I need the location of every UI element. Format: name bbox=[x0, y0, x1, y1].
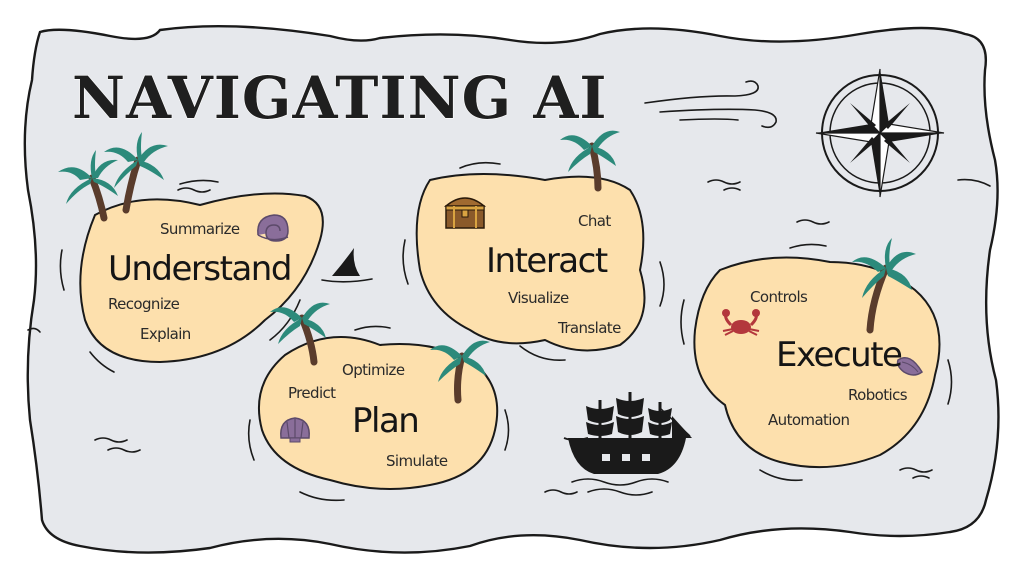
shark-fin-icon bbox=[321, 248, 373, 283]
palm-tree-icon bbox=[560, 130, 620, 192]
scallop-shell-icon bbox=[280, 417, 310, 443]
parchment-tear bbox=[957, 178, 991, 187]
label-summarize: Summarize bbox=[160, 220, 240, 238]
label-controls: Controls bbox=[750, 288, 808, 306]
island-title-understand: Understand bbox=[108, 249, 291, 289]
palm-tree-icon bbox=[852, 238, 916, 334]
treasure-chest-icon bbox=[443, 197, 487, 229]
palm-tree-icon bbox=[58, 150, 118, 222]
label-simulate: Simulate bbox=[386, 452, 448, 470]
island-understand: Summarize Understand Recognize Explain bbox=[58, 132, 324, 373]
map-title: NAVIGATING AI bbox=[72, 64, 607, 132]
spiral-shell-icon bbox=[257, 214, 289, 242]
island-shape bbox=[79, 192, 324, 364]
pirate-ship-icon bbox=[563, 392, 692, 496]
label-translate: Translate bbox=[557, 319, 621, 337]
palm-tree-icon bbox=[104, 132, 168, 214]
palm-tree-icon bbox=[270, 302, 330, 366]
label-predict: Predict bbox=[288, 384, 336, 402]
label-optimize: Optimize bbox=[342, 361, 405, 379]
island-plan: Optimize Predict Plan Simulate bbox=[247, 302, 510, 502]
label-visualize: Visualize bbox=[508, 289, 569, 307]
parchment-tear bbox=[27, 327, 41, 333]
label-robotics: Robotics bbox=[848, 386, 908, 404]
palm-tree-icon bbox=[430, 340, 490, 404]
conch-shell-icon bbox=[896, 357, 923, 376]
island-title-execute: Execute bbox=[776, 335, 902, 375]
label-automation: Automation bbox=[768, 411, 849, 429]
island-title-plan: Plan bbox=[352, 401, 418, 441]
label-explain: Explain bbox=[140, 325, 191, 343]
label-recognize: Recognize bbox=[108, 295, 180, 313]
island-shape bbox=[258, 336, 499, 490]
crab-icon bbox=[722, 309, 760, 336]
wind-gust-icon bbox=[644, 80, 777, 129]
label-chat: Chat bbox=[578, 212, 611, 230]
island-interact: Chat Interact Visualize Translate bbox=[402, 130, 665, 362]
island-execute: Controls Execute Robotics Automation bbox=[680, 238, 953, 482]
island-title-interact: Interact bbox=[486, 241, 608, 281]
compass-rose-icon bbox=[815, 68, 945, 198]
